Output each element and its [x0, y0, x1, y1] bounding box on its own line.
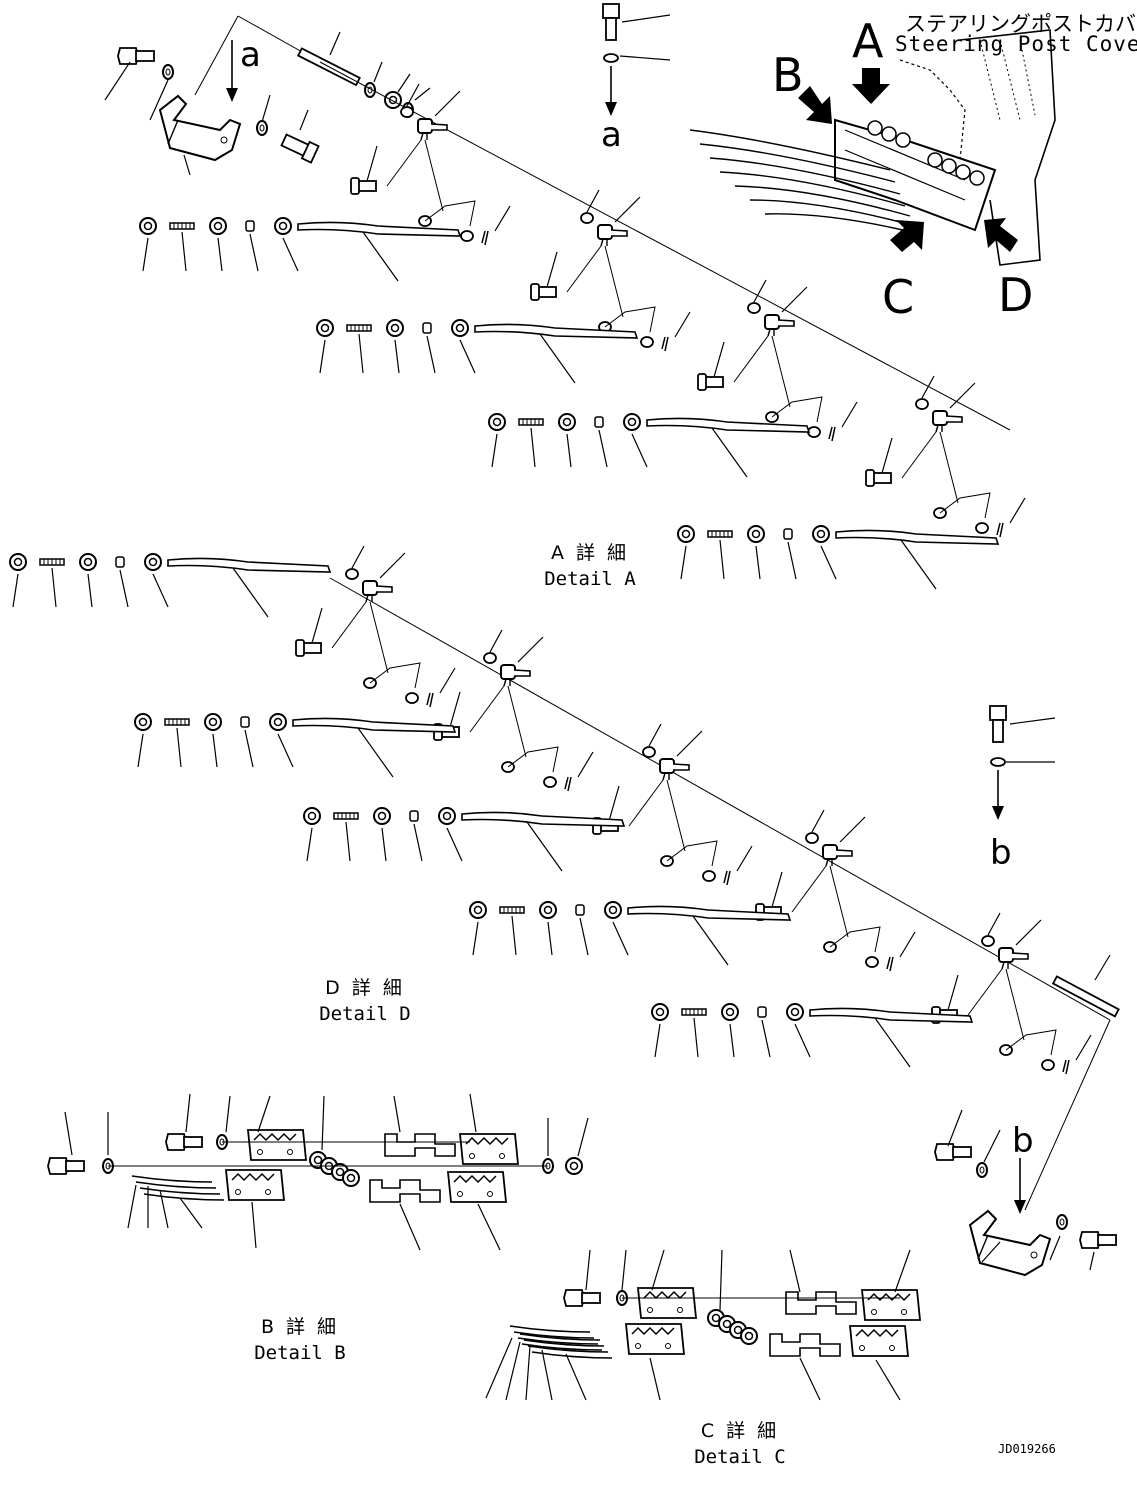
detail-c-japanese: C 詳 細 [700, 1420, 780, 1442]
right-bolt-b [989, 705, 1056, 820]
detail-d-english: Detail D [319, 1003, 411, 1025]
detail-c-assembly [485, 1249, 921, 1401]
view-letter-b: B [772, 48, 804, 102]
bottom-bracket-assembly [934, 1019, 1117, 1276]
detail-a-english: Detail A [544, 568, 636, 590]
detail-b-caption: B 詳 細 Detail B [250, 1314, 350, 1366]
detail-c-english: Detail C [694, 1446, 786, 1468]
view-letter-c: C [882, 270, 915, 324]
detail-d-caption: D 詳 細 Detail D [315, 975, 415, 1027]
arrow-label-b-side: b [990, 833, 1012, 873]
top-bracket-assembly [104, 15, 321, 176]
arrow-label-a-side: a [601, 115, 622, 155]
arrow-label-a-top: a [240, 35, 261, 75]
detail-c-caption: C 詳 細 Detail C [690, 1418, 790, 1470]
top-pin-assembly [296, 31, 431, 118]
view-letter-a: A [852, 14, 884, 68]
arrow-label-b-bottom: b [1012, 1121, 1034, 1161]
detail-d-japanese: D 詳 細 [325, 977, 405, 999]
view-letter-d: D [998, 268, 1034, 322]
title-japanese: ステアリングポストカバー [905, 12, 1137, 36]
detail-a-caption: A 詳 細 Detail A [540, 540, 640, 592]
detail-a-linkage [140, 61, 1025, 589]
drawing-code: JD019266 [998, 1442, 1056, 1456]
detail-a-japanese: A 詳 細 [550, 542, 630, 564]
top-bolt-a [602, 3, 671, 116]
detail-b-japanese: B 詳 細 [260, 1316, 340, 1338]
detail-b-assembly [47, 1093, 589, 1251]
title-english: Steering Post Cover [895, 32, 1137, 56]
steering-post-cover-view [689, 29, 1056, 266]
detail-b-english: Detail B [254, 1342, 346, 1364]
detail-d-linkage [10, 546, 1120, 1074]
